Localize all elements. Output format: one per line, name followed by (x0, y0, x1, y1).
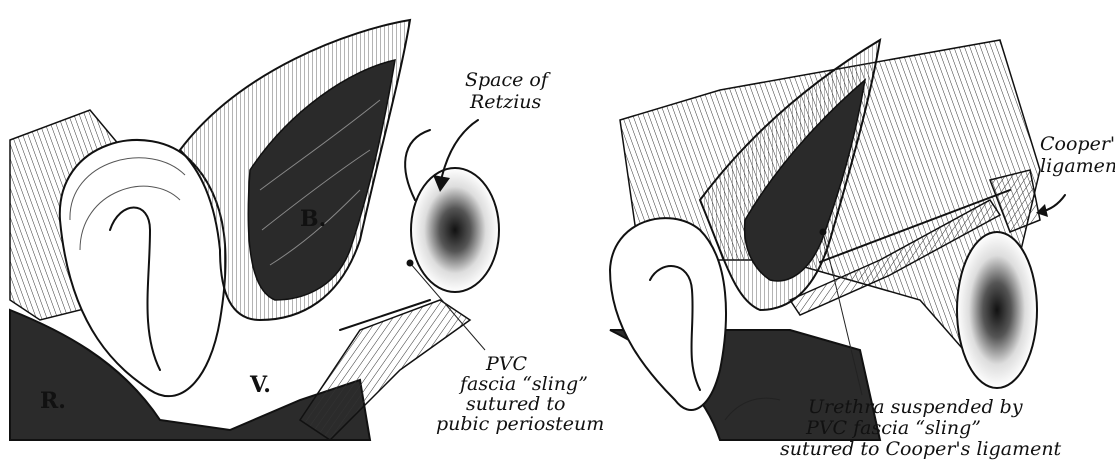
pubic-bone-left (411, 168, 499, 292)
label-vagina: V. (249, 372, 271, 398)
label-bladder: B. (300, 206, 326, 232)
label-rectum: R. (40, 388, 66, 414)
label-urethra-suspended: Urethra suspended by PVC fascia “sling” … (780, 396, 1062, 460)
right-panel (610, 40, 1065, 440)
label-space-of-retzius: Space of Retzius (465, 69, 554, 113)
label-coopers-ligament: Cooper's ligament (1040, 133, 1115, 177)
uterus-shape-right (610, 218, 726, 410)
pubic-bone-right (957, 232, 1037, 388)
label-left-sling: PVC fascia “sling” sutured to pubic peri… (436, 353, 604, 435)
left-panel: B. V. R. (10, 20, 499, 440)
